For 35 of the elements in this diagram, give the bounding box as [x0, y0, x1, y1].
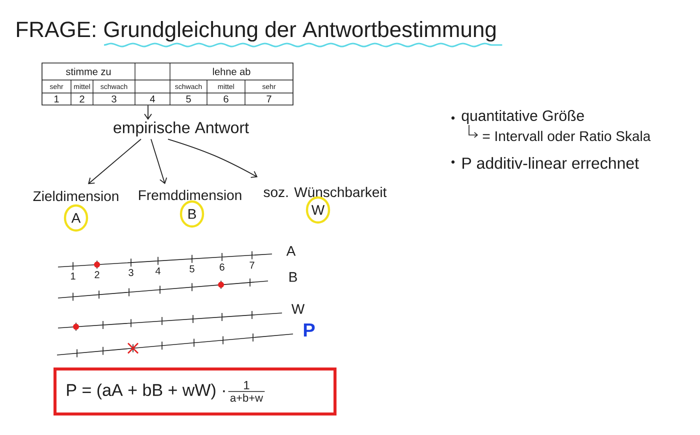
line-label: A: [286, 246, 296, 256]
note-text: = Intervall oder Ratio Skala: [482, 130, 651, 142]
scale-number: 1: [71, 272, 76, 280]
scale-number: 4: [155, 267, 160, 274]
arrow: [88, 138, 142, 184]
circled-letter: B: [180, 200, 204, 228]
note-text: P additiv-linear errechnet: [462, 157, 639, 169]
scale-number: 5: [190, 265, 194, 272]
line-label: P: [304, 323, 315, 337]
node-text: empirische Antwort: [114, 122, 249, 136]
arrow: [150, 138, 168, 184]
scale-value: 5: [186, 96, 191, 102]
scale-value: 7: [266, 96, 272, 102]
column-header: stimme zu: [66, 68, 111, 76]
scale-value: 3: [112, 95, 116, 103]
scale-value: 2: [80, 96, 84, 102]
scale-number: 3: [128, 269, 134, 276]
note-text: quantitative Größe: [462, 110, 584, 124]
arrow: [144, 104, 152, 120]
title: FRAGE: Grundgleichung der Antwortbestimmung: [17, 21, 496, 42]
arrow: [168, 138, 258, 178]
scale-number: 7: [250, 262, 254, 269]
circled-letter: W: [306, 196, 330, 224]
line-label: B: [290, 272, 297, 282]
line-label: W: [291, 304, 305, 314]
scale-value: 4: [150, 96, 155, 102]
scale-number: 6: [220, 264, 224, 271]
circled-letter: A: [64, 204, 88, 232]
node-text: Fremddimension: [139, 190, 242, 200]
node-text: Zieldimension: [33, 190, 118, 202]
node-text: soz. Wünschbarkeit: [264, 186, 387, 198]
scale-number: 2: [94, 271, 100, 278]
column-header: lehne ab: [213, 68, 250, 76]
scale-value: 1: [54, 96, 59, 102]
scale-value: 6: [224, 95, 228, 103]
